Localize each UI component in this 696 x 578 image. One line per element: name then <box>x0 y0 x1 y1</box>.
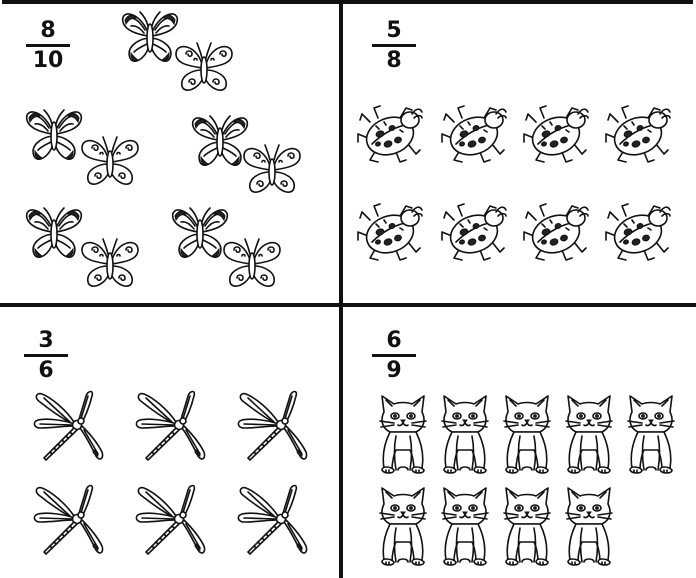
top-border <box>2 0 693 4</box>
ladybug-icon <box>604 104 672 164</box>
fraction-bar <box>372 354 416 357</box>
cat-icon <box>436 392 494 478</box>
fraction-bar <box>26 44 70 47</box>
dragonfly-icon <box>234 482 310 562</box>
ladybug-icon <box>522 104 590 164</box>
vertical-divider <box>339 0 343 578</box>
fraction-butterflies: 8 10 <box>26 20 70 72</box>
dragonfly-icon <box>30 482 106 562</box>
fraction-numerator: 5 <box>386 18 402 43</box>
fraction-ladybugs: 5 8 <box>372 20 416 72</box>
cat-icon <box>374 392 432 478</box>
horizontal-divider <box>0 303 696 307</box>
fraction-denominator: 10 <box>32 48 64 73</box>
ladybug-icon <box>440 104 508 164</box>
butterfly-dark-icon <box>22 106 86 166</box>
butterfly-icon <box>220 234 284 290</box>
dragonfly-icon <box>234 388 310 468</box>
cat-icon <box>622 392 680 478</box>
dragonfly-icon <box>30 388 106 468</box>
fraction-numerator: 3 <box>38 328 54 353</box>
fraction-denominator: 6 <box>38 358 54 383</box>
dragonfly-icon <box>132 482 208 562</box>
ladybug-icon <box>440 202 508 262</box>
fraction-numerator: 6 <box>386 328 402 353</box>
cat-icon <box>498 484 556 570</box>
ladybug-icon <box>604 202 672 262</box>
butterfly-icon <box>240 140 304 196</box>
fraction-denominator: 9 <box>386 358 402 383</box>
butterfly-dark-icon <box>168 204 232 264</box>
fraction-bar <box>372 44 416 47</box>
fraction-dragonflies: 3 6 <box>24 330 68 382</box>
ladybug-icon <box>356 202 424 262</box>
fraction-cats: 6 9 <box>372 330 416 382</box>
cat-icon <box>436 484 494 570</box>
cat-icon <box>498 392 556 478</box>
butterfly-dark-icon <box>188 112 252 172</box>
fraction-denominator: 8 <box>386 48 402 73</box>
butterfly-icon <box>78 234 142 290</box>
butterfly-dark-icon <box>22 204 86 264</box>
butterfly-icon <box>172 38 236 94</box>
dragonfly-icon <box>132 388 208 468</box>
fraction-bar <box>24 354 68 357</box>
ladybug-icon <box>522 202 590 262</box>
butterfly-icon <box>78 132 142 188</box>
fraction-numerator: 8 <box>40 18 56 43</box>
ladybug-icon <box>356 104 424 164</box>
cat-icon <box>560 392 618 478</box>
cat-icon <box>560 484 618 570</box>
cat-icon <box>374 484 432 570</box>
butterfly-dark-icon <box>118 8 182 68</box>
